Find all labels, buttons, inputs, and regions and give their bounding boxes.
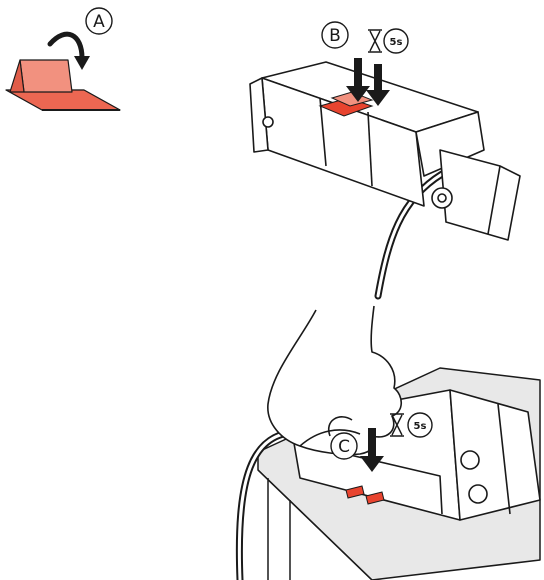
hand-illustration [267,305,403,456]
step-a-label: A [93,12,105,32]
step-a: A [5,7,121,111]
step-c-badge [330,432,358,460]
adhesive-tab-illustration [5,59,121,111]
press-arrow-icon-c [360,428,384,472]
adhesive-pads-c [345,485,385,505]
step-b: B 5s [249,21,521,300]
step-c-timer-badge [407,412,433,438]
hourglass-icon [368,29,382,53]
step-a-badge [85,7,113,35]
step-c: C 5s [235,305,541,580]
adhesive-pads [318,91,374,117]
step-b-label: B [329,26,341,46]
socket-unit [249,61,521,241]
hourglass-icon-c [390,413,404,437]
step-b-timer-badge [383,28,409,54]
press-arrow-icon [346,58,390,106]
step-b-badge [321,21,349,49]
curved-arrow-icon [47,31,90,70]
step-c-timer: 5s [414,421,427,432]
step-b-timer: 5s [390,37,403,48]
step-c-label: C [338,437,350,457]
